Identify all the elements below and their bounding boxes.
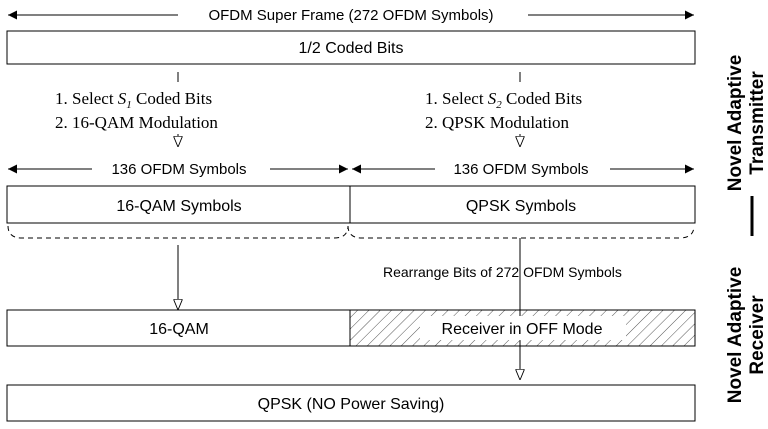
transmitter-side-line2: Transmitter	[747, 71, 768, 175]
receiver-side-label: Novel Adaptive Receiver	[725, 267, 768, 404]
left-step2: 2. 16-QAM Modulation	[55, 113, 218, 132]
combining-brace	[7, 225, 695, 239]
coded-bits-label: 1/2 Coded Bits	[299, 40, 404, 57]
transmitter-side-line1: Novel Adaptive	[725, 55, 746, 192]
super-frame-label: OFDM Super Frame (272 OFDM Symbols)	[208, 7, 493, 24]
half-symbols-left-label: 136 OFDM Symbols	[111, 161, 246, 178]
half-symbols-right-label: 136 OFDM Symbols	[453, 161, 588, 178]
qpsk-symbols-label: QPSK Symbols	[466, 198, 576, 215]
rearrange-label: Rearrange Bits of 272 OFDM Symbols	[383, 264, 622, 280]
super-frame-dimension: OFDM Super Frame (272 OFDM Symbols)	[8, 7, 694, 24]
right-step2: 2. QPSK Modulation	[425, 113, 570, 132]
receiver-off-label: Receiver in OFF Mode	[442, 321, 603, 338]
receiver-power-row: 16-QAM Receiver in OFF Mode	[6, 309, 696, 347]
right-step1: 1. Select S2 Coded Bits	[425, 89, 582, 111]
receiver-side-line2: Receiver	[747, 295, 768, 375]
right-branch-steps: 1. Select S2 Coded Bits 2. QPSK Modulati…	[425, 72, 582, 147]
left-branch-steps: 1. Select S1 Coded Bits 2. 16-QAM Modula…	[55, 72, 218, 147]
qam-receiver-label: 16-QAM	[149, 321, 209, 338]
qam-symbols-label: 16-QAM Symbols	[116, 198, 241, 215]
half-frame-dimension-right: 136 OFDM Symbols	[352, 161, 694, 178]
symbols-row: 16-QAM Symbols QPSK Symbols	[6, 185, 696, 224]
coded-bits-box: 1/2 Coded Bits	[6, 30, 696, 65]
half-frame-dimension-left: 136 OFDM Symbols	[8, 161, 348, 178]
transmitter-side-label: Novel Adaptive Transmitter	[725, 55, 768, 192]
qpsk-no-saving-row: QPSK (NO Power Saving)	[6, 384, 696, 422]
qpsk-no-saving-label: QPSK (NO Power Saving)	[258, 396, 445, 413]
left-step1: 1. Select S1 Coded Bits	[55, 89, 212, 111]
receiver-side-line1: Novel Adaptive	[725, 267, 746, 404]
